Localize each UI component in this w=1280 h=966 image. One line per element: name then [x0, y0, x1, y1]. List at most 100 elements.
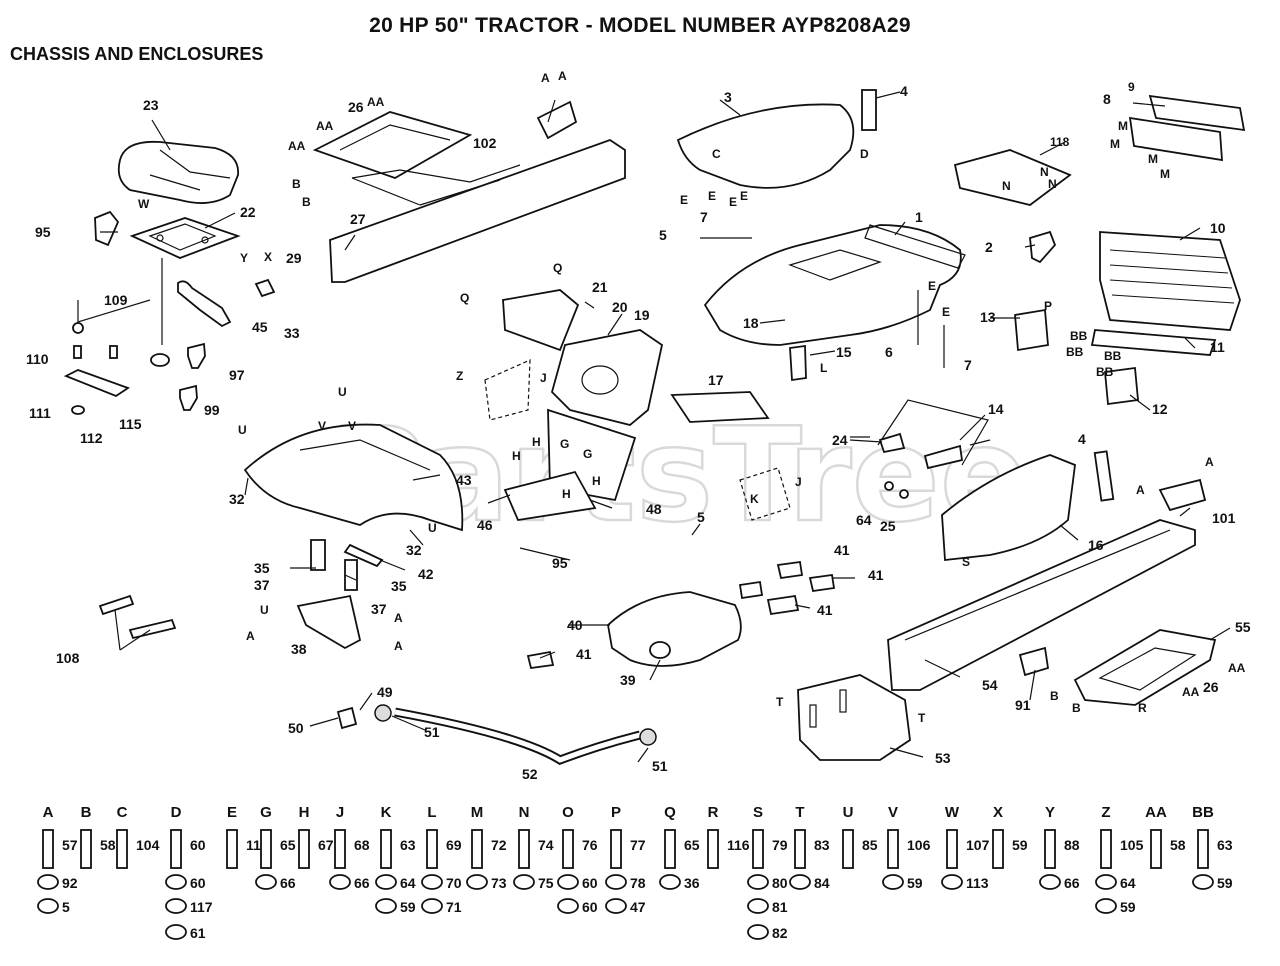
part-40-battery-tray[interactable]	[607, 591, 742, 667]
part-13-bracket[interactable]	[1014, 308, 1049, 352]
part-16-side-panel[interactable]	[941, 454, 1076, 561]
hardware-l-item[interactable]	[426, 829, 438, 869]
hardware-aa-item[interactable]	[1150, 829, 1162, 869]
hardware-t-item[interactable]	[794, 829, 806, 869]
part-9-grille[interactable]	[1148, 94, 1246, 132]
hardware-z-item[interactable]	[1095, 874, 1117, 890]
part-101-bracket[interactable]	[1158, 478, 1207, 512]
hardware-k-item[interactable]	[375, 874, 397, 890]
part-19-dash-console[interactable]	[550, 329, 664, 426]
part-10-front-grille[interactable]	[1099, 231, 1241, 331]
hardware-o-item[interactable]	[562, 829, 574, 869]
hardware-r-item[interactable]	[707, 829, 719, 869]
part-17-tray[interactable]	[670, 391, 770, 423]
hardware-q-item[interactable]	[659, 874, 681, 890]
part-51-clamp[interactable]	[374, 704, 392, 722]
part-110-spacer[interactable]	[73, 345, 82, 359]
part-118-panel[interactable]	[953, 149, 1072, 206]
part-41-pad-c[interactable]	[808, 573, 836, 593]
hardware-d-item[interactable]	[170, 829, 182, 869]
part-41-pad-b[interactable]	[776, 560, 804, 580]
part-99-knob[interactable]	[179, 384, 198, 411]
hardware-s-item[interactable]	[752, 829, 764, 869]
part-35-spring[interactable]	[310, 539, 326, 571]
hardware-t-item[interactable]	[789, 874, 811, 890]
hardware-l-item[interactable]	[421, 898, 443, 914]
hardware-a-item[interactable]	[37, 874, 59, 890]
hardware-k-item[interactable]	[380, 829, 392, 869]
hardware-x-item[interactable]	[992, 829, 1004, 869]
hardware-n-item[interactable]	[518, 829, 530, 869]
hardware-a-item[interactable]	[42, 829, 54, 869]
hardware-w-item[interactable]	[946, 829, 958, 869]
part-33-clip[interactable]	[254, 278, 276, 298]
part-8-headlight-housing[interactable]	[1128, 116, 1223, 162]
hardware-u-item[interactable]	[842, 829, 854, 869]
hardware-d-item[interactable]	[165, 874, 187, 890]
hardware-e-item[interactable]	[226, 829, 238, 869]
part-41-pad-d[interactable]	[766, 594, 800, 616]
hardware-l-item[interactable]	[421, 874, 443, 890]
hardware-j-item[interactable]	[329, 874, 351, 890]
part-3-dash-panel[interactable]	[676, 103, 855, 189]
hardware-z-item[interactable]	[1095, 898, 1117, 914]
hardware-y-item[interactable]	[1044, 829, 1056, 869]
hardware-bb-item[interactable]	[1192, 874, 1214, 890]
part-22-seat-pan[interactable]	[129, 217, 241, 259]
part-4-strip-right[interactable]	[1093, 450, 1115, 502]
part-6-hood-rods[interactable]	[700, 237, 945, 368]
hardware-g-item[interactable]	[260, 829, 272, 869]
part-108-strip[interactable]	[98, 594, 135, 616]
hardware-c-item[interactable]	[116, 829, 128, 869]
hardware-q-item[interactable]	[664, 829, 676, 869]
hardware-d-item[interactable]	[165, 924, 187, 940]
part-45-slide-rail[interactable]	[177, 280, 232, 328]
hardware-s-item[interactable]	[747, 898, 769, 914]
part-53-rear-plate[interactable]	[797, 674, 911, 761]
part-11-bumper[interactable]	[1090, 329, 1217, 356]
part-39-cap[interactable]	[649, 641, 671, 659]
hardware-bb-item[interactable]	[1197, 829, 1209, 869]
part-43-footrest[interactable]	[243, 423, 464, 532]
hardware-z-item[interactable]	[1100, 829, 1112, 869]
part-2-clip[interactable]	[1029, 230, 1057, 264]
part-95-bracket[interactable]	[94, 210, 120, 247]
part-108-strip-b[interactable]	[128, 618, 177, 640]
hardware-a-item[interactable]	[37, 898, 59, 914]
part-15-pivot[interactable]	[789, 344, 807, 382]
hardware-p-item[interactable]	[610, 829, 622, 869]
hardware-o-item[interactable]	[557, 874, 579, 890]
hardware-g-item[interactable]	[255, 874, 277, 890]
hardware-o-item[interactable]	[557, 898, 579, 914]
hardware-b-item[interactable]	[80, 829, 92, 869]
hardware-m-item[interactable]	[471, 829, 483, 869]
hardware-m-item[interactable]	[466, 874, 488, 890]
hardware-j-item[interactable]	[334, 829, 346, 869]
hardware-p-item[interactable]	[605, 874, 627, 890]
hardware-s-item[interactable]	[747, 874, 769, 890]
hardware-w-item[interactable]	[941, 874, 963, 890]
part-111-plate[interactable]	[63, 369, 130, 398]
part-38-mount[interactable]	[296, 594, 362, 650]
hardware-h-item[interactable]	[298, 829, 310, 869]
part-46-mounting-plate[interactable]	[503, 470, 597, 521]
hardware-s-item[interactable]	[747, 924, 769, 940]
part-55-front-plate[interactable]	[1073, 629, 1217, 706]
part-35-spring-b[interactable]	[344, 559, 358, 591]
part-4-strip[interactable]	[861, 89, 877, 131]
hardware-d-item[interactable]	[165, 898, 187, 914]
part-12-bracket[interactable]	[1104, 366, 1139, 406]
part-14-spring-bracket[interactable]	[877, 399, 989, 466]
part-26-seat-mount-plate[interactable]	[312, 111, 473, 179]
part-51-clamp-b[interactable]	[639, 728, 657, 746]
part-42-rod[interactable]	[343, 543, 384, 568]
hardware-p-item[interactable]	[605, 898, 627, 914]
part-64-nut[interactable]	[884, 481, 894, 491]
part-112-washer[interactable]	[71, 405, 85, 415]
part-23-seat-cushion[interactable]	[117, 140, 239, 204]
part-102-bracket[interactable]	[536, 100, 578, 140]
part-109-spacer[interactable]	[109, 345, 118, 359]
part-97-knob[interactable]	[187, 342, 206, 369]
hardware-n-item[interactable]	[513, 874, 535, 890]
part-41-pad-a[interactable]	[526, 650, 555, 670]
